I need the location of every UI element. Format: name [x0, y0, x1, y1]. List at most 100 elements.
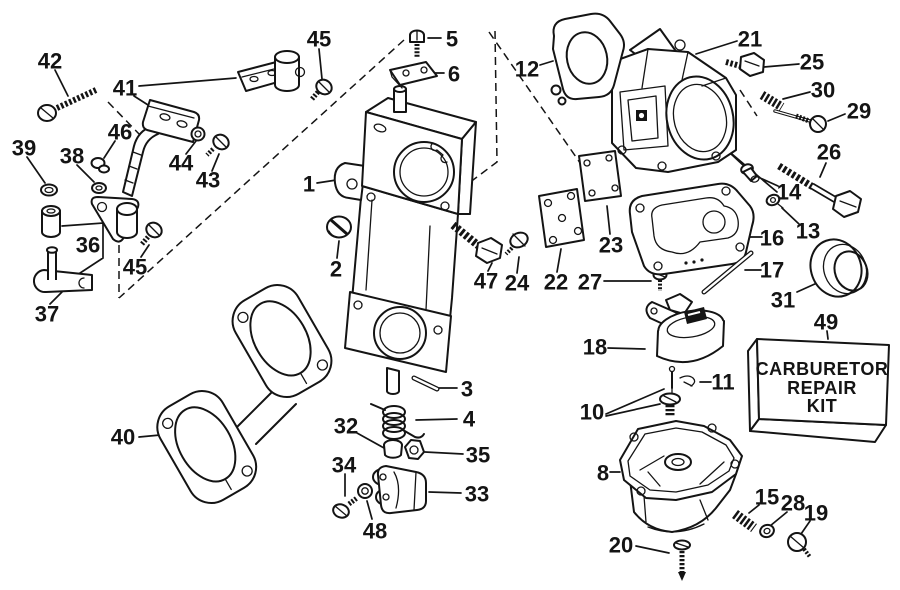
repair-kit-box: CARBURETOR REPAIR KIT [747, 338, 890, 443]
part-cam-33 [372, 465, 427, 515]
callout-47: 47 [474, 269, 498, 294]
callout-2: 2 [330, 257, 342, 282]
callout-15: 15 [755, 485, 779, 510]
part-bolt-46 [90, 157, 110, 174]
part-pin-3 [411, 375, 440, 392]
part-bolt-26 [777, 163, 862, 218]
part-screw-5 [409, 29, 425, 58]
callout-38: 38 [60, 144, 84, 169]
part-spring-4 [370, 403, 425, 440]
part-carb-cover [611, 28, 737, 173]
callout-46: 46 [108, 120, 132, 145]
callout-1: 1 [303, 172, 315, 197]
part-plate-23 [578, 150, 622, 202]
callout-16: 16 [760, 226, 784, 251]
callout-24: 24 [505, 271, 530, 296]
part-washer-44 [190, 126, 206, 142]
callout-4: 4 [463, 407, 476, 432]
part-needle-11 [668, 365, 696, 395]
part-screw-45-left [140, 221, 163, 246]
part-cover-gasket [550, 12, 625, 106]
part-bolt-25 [725, 52, 765, 77]
part-washer-38 [91, 182, 107, 194]
callout-35: 35 [466, 443, 490, 468]
callout-39: 39 [12, 136, 36, 161]
part-pin-plate-37 [32, 246, 93, 294]
callout-26: 26 [817, 140, 841, 165]
callout-5: 5 [446, 27, 458, 52]
callout-6: 6 [448, 62, 460, 87]
callout-14: 14 [777, 180, 802, 205]
callout-12: 12 [515, 57, 539, 82]
kit-box-line-1: CARBURETOR [756, 359, 889, 379]
part-nut-13 [765, 193, 784, 209]
part-spring-15 [732, 509, 757, 533]
assembly-dash-lines [107, 30, 758, 299]
part-screw-45-top [310, 78, 333, 101]
part-plate-6 [389, 61, 438, 89]
part-float-bowl [619, 420, 743, 533]
part-bushing-36 [41, 205, 74, 279]
part-screw-20 [673, 539, 691, 581]
callout-49: 49 [814, 310, 838, 335]
callout-37: 37 [35, 302, 59, 327]
callout-25: 25 [800, 50, 824, 75]
kit-box-line-3: KIT [807, 396, 838, 416]
part-spring-30 [759, 91, 785, 111]
callout-19: 19 [804, 501, 828, 526]
part-washer-48 [357, 483, 373, 499]
callout-32: 32 [334, 414, 358, 439]
part-cap-32 [383, 439, 403, 459]
leader-lines [26, 37, 846, 554]
callout-31: 31 [771, 288, 795, 313]
part-nut-35 [404, 439, 425, 460]
callout-23: 23 [599, 233, 623, 258]
callout-45: 45 [123, 255, 147, 280]
part-float [645, 293, 725, 363]
part-bolt-47 [450, 221, 503, 264]
part-screw-34 [332, 496, 359, 519]
callout-20: 20 [609, 533, 633, 558]
callout-28: 28 [781, 491, 805, 516]
callout-22: 22 [544, 270, 568, 295]
part-screw-43 [205, 133, 230, 157]
callout-27: 27 [578, 270, 602, 295]
callout-8: 8 [597, 461, 609, 486]
callout-41: 41 [113, 76, 137, 101]
callout-33: 33 [465, 482, 489, 507]
callout-48: 48 [363, 519, 387, 544]
part-seat-14 [740, 163, 760, 183]
callout-17: 17 [760, 258, 784, 283]
kit-box-line-2: REPAIR [787, 378, 857, 398]
callout-11: 11 [711, 370, 734, 395]
callout-30: 30 [811, 78, 835, 103]
part-jet-10 [659, 392, 681, 417]
callout-10: 10 [580, 400, 604, 425]
part-lever-41 [90, 99, 201, 243]
callout-18: 18 [583, 335, 607, 360]
part-screw-19 [787, 532, 812, 559]
part-main-body [333, 85, 477, 395]
part-washer-39 [40, 183, 58, 197]
part-roller-link [237, 50, 306, 92]
callout-13: 13 [796, 219, 820, 244]
part-oring-28 [759, 523, 775, 539]
callout-29: 29 [847, 99, 871, 124]
callout-36: 36 [76, 233, 100, 258]
callout-44: 44 [169, 151, 194, 176]
callout-34: 34 [332, 453, 357, 478]
part-bowl-gasket [628, 182, 755, 276]
part-screw-24 [504, 231, 529, 256]
part-rod-17 [701, 250, 754, 295]
part-plug-2 [326, 215, 352, 239]
callout-42: 42 [38, 49, 62, 74]
callout-45: 45 [307, 27, 331, 52]
callout-40: 40 [111, 425, 135, 450]
part-needle-29 [773, 109, 827, 133]
part-manifold-gasket [156, 284, 333, 504]
part-plate-22 [538, 188, 585, 248]
part-cup-31 [809, 238, 869, 298]
